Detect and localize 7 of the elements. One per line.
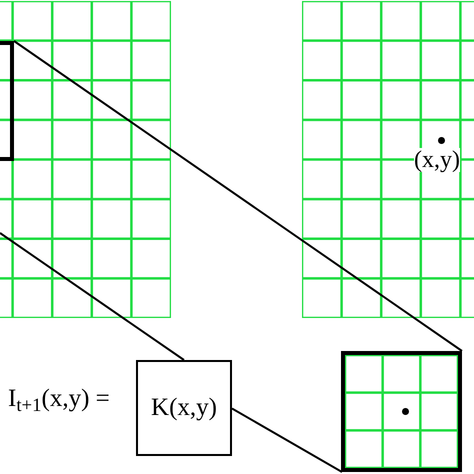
connector-line [13, 40, 463, 352]
connector-line [0, 232, 185, 361]
coordinate-label: (x,y) [414, 148, 460, 172]
equation-label: I$_{t+1}$(x,y) = [8, 384, 110, 418]
kernel-label: K(x,y) [150, 393, 218, 424]
connector-line [232, 408, 342, 473]
kernel-box [136, 360, 232, 456]
